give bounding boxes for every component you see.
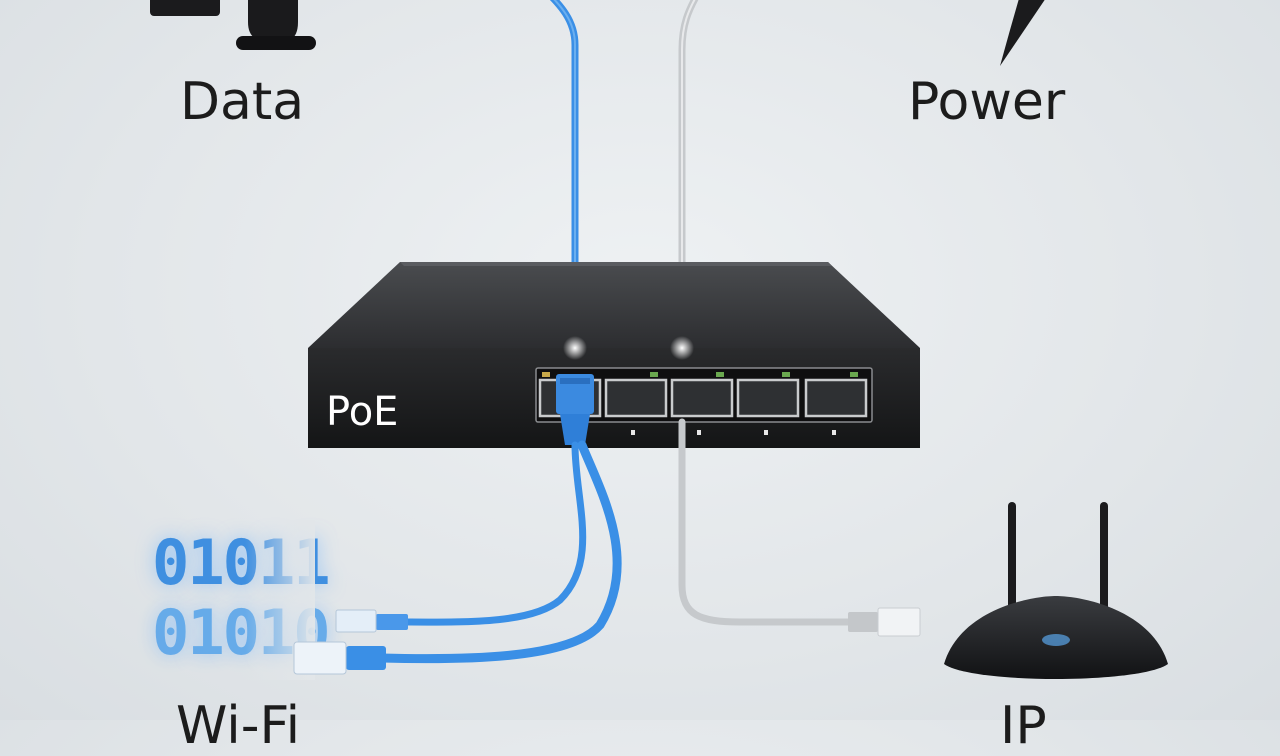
power-glow xyxy=(670,336,694,360)
port-3 xyxy=(670,372,734,418)
port-indicators xyxy=(631,430,836,435)
plugged-data-connector xyxy=(556,374,594,445)
data-cable-wifi-2 xyxy=(375,440,622,664)
poe-diagram xyxy=(150,0,1168,679)
port-5 xyxy=(804,372,868,418)
camera-icon xyxy=(150,0,316,50)
power-cable-ip xyxy=(678,418,864,626)
wifi-connector-large xyxy=(293,641,386,675)
power-label: Power xyxy=(908,72,1066,132)
poe-switch xyxy=(308,262,920,448)
data-glow xyxy=(563,336,587,360)
port-2 xyxy=(604,372,668,418)
ip-label: IP xyxy=(1000,696,1047,756)
lightning-icon xyxy=(1000,0,1045,66)
data-label: Data xyxy=(180,72,305,132)
port-4 xyxy=(736,372,800,418)
switch-brand-label: PoE xyxy=(326,389,399,435)
ip-connector xyxy=(848,607,921,637)
wifi-connector-small xyxy=(335,609,408,633)
router-icon xyxy=(944,502,1168,679)
data-cable-wifi xyxy=(386,441,587,626)
wifi-label: Wi-Fi xyxy=(176,696,301,756)
